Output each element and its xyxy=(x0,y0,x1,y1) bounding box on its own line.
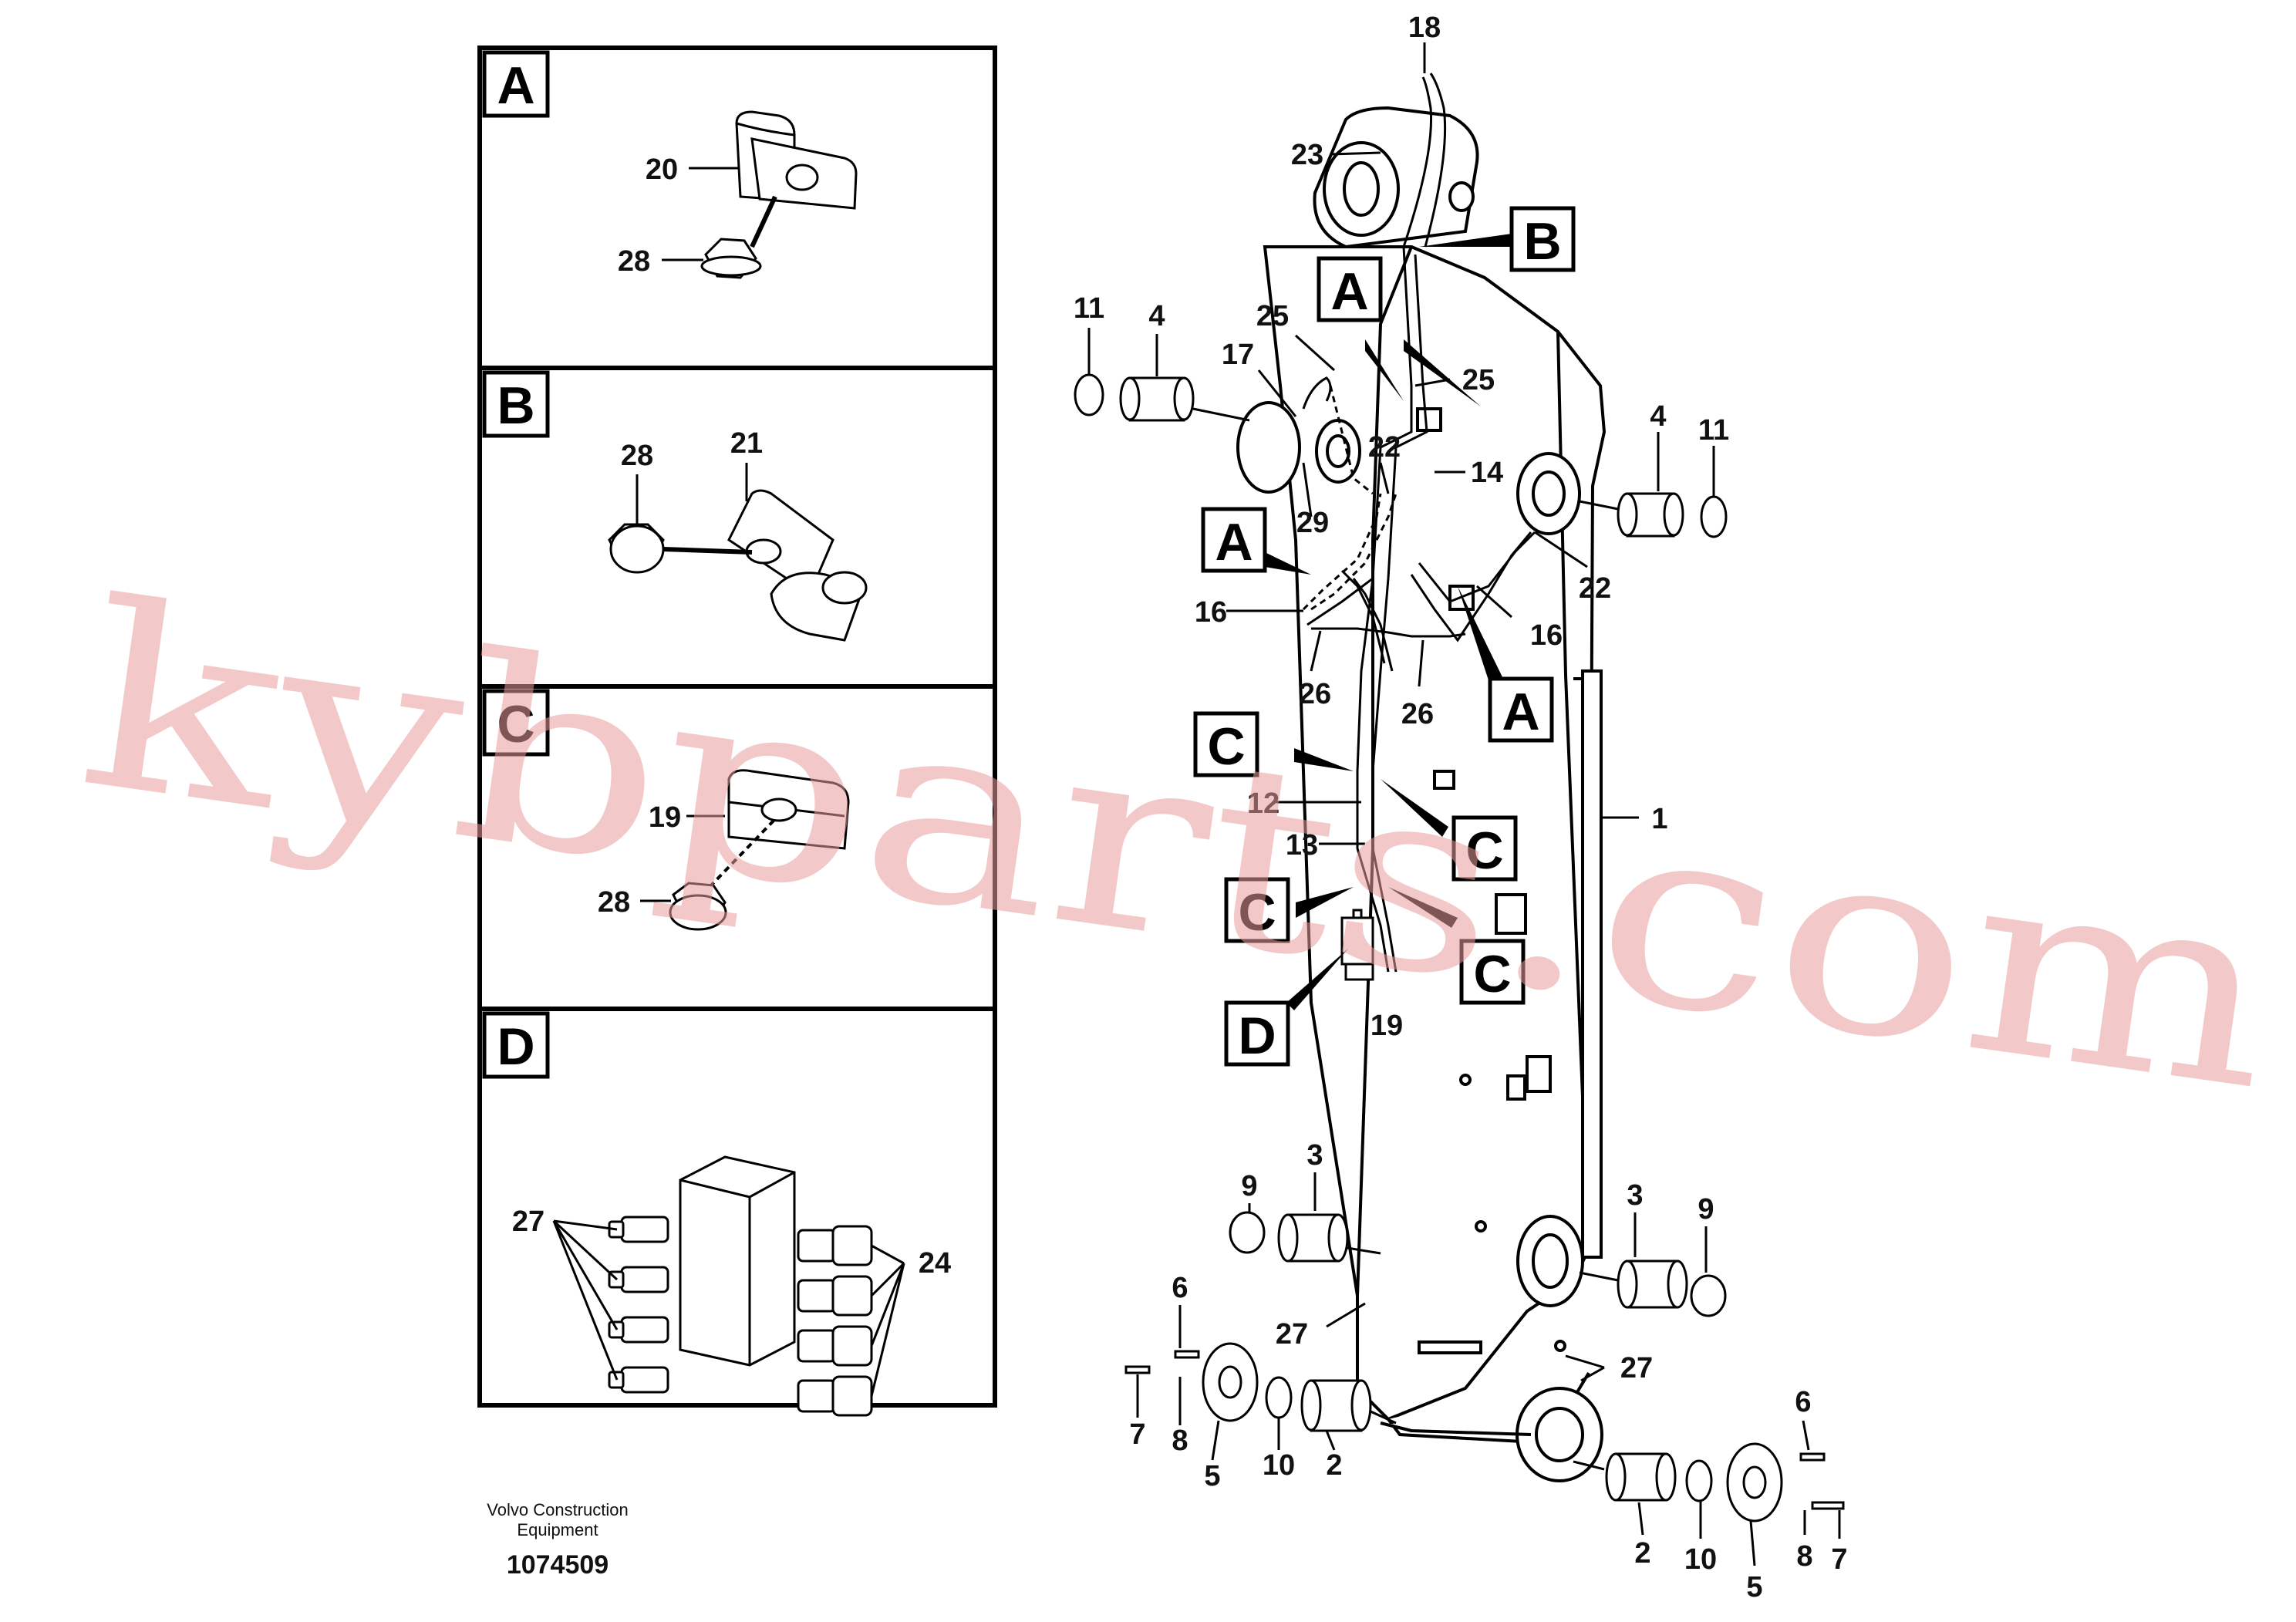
pins-and-bushings xyxy=(1074,373,1845,1523)
part-label: 2 xyxy=(1326,1449,1342,1482)
callout-letter: A xyxy=(1502,683,1539,741)
callout-letter: C xyxy=(1207,717,1245,776)
part-label: 11 xyxy=(1074,292,1104,325)
part-label: 3 xyxy=(1627,1179,1643,1212)
callout-letter: C xyxy=(1473,945,1511,1003)
part-label: 1 xyxy=(1651,803,1667,835)
part-label: 25 xyxy=(1256,300,1289,332)
part-label: 12 xyxy=(1247,787,1279,820)
part-label: 9 xyxy=(1698,1193,1714,1226)
part-label: 19 xyxy=(1371,1010,1403,1042)
d-leader-lines xyxy=(552,1219,905,1397)
part-label: 27 xyxy=(1276,1318,1308,1351)
part-label: 4 xyxy=(1650,400,1666,433)
panel-letter: D xyxy=(497,1017,534,1076)
callout-pointers xyxy=(1265,234,1512,1010)
bolt-a-part xyxy=(700,195,777,279)
panel-letter: C xyxy=(497,695,534,754)
part-label: 26 xyxy=(1401,698,1434,730)
footer-company-line2: Equipment xyxy=(517,1520,598,1539)
main-leader-lines xyxy=(1087,42,1841,1566)
footer-drawing-number: 1074509 xyxy=(507,1550,609,1580)
part-label: 14 xyxy=(1471,457,1503,489)
panel-letter: A xyxy=(497,56,534,115)
boom-rod xyxy=(1581,669,1603,1259)
part-label: 28 xyxy=(618,245,650,278)
part-label: 11 xyxy=(1698,414,1729,447)
part-label: 22 xyxy=(1579,572,1611,605)
part-label: 16 xyxy=(1530,619,1563,652)
part-label: 8 xyxy=(1796,1540,1812,1573)
manifold-block-part xyxy=(679,1155,796,1367)
callout-letter: A xyxy=(1330,262,1368,321)
callout-letter: D xyxy=(1238,1007,1276,1065)
part-label: 25 xyxy=(1462,364,1495,396)
part-label: 8 xyxy=(1172,1425,1188,1457)
panel-letter: B xyxy=(497,376,534,435)
part-label: 3 xyxy=(1306,1139,1323,1172)
part-label: 17 xyxy=(1222,339,1254,371)
part-label: 29 xyxy=(1296,507,1329,539)
part-label: 9 xyxy=(1241,1170,1257,1202)
part-label: 2 xyxy=(1634,1537,1650,1570)
dashed-hoses xyxy=(1302,385,1397,611)
part-label: 23 xyxy=(1291,139,1323,171)
part-label: 20 xyxy=(646,153,678,186)
bolt-b-part xyxy=(608,523,753,574)
clamp-a-part xyxy=(735,110,858,210)
hose-lines xyxy=(1302,73,1536,973)
part-label: 7 xyxy=(1129,1418,1145,1451)
callout-letter: B xyxy=(1523,212,1561,271)
part-label: 28 xyxy=(621,440,653,472)
connector-block xyxy=(1340,909,1374,981)
arm-body xyxy=(1236,106,1607,1482)
part-label: 27 xyxy=(1620,1352,1653,1384)
part-label: 13 xyxy=(1286,829,1318,862)
part-label: 19 xyxy=(649,801,681,834)
part-label: 22 xyxy=(1368,431,1401,464)
part-label: 27 xyxy=(512,1206,544,1238)
part-label: 24 xyxy=(919,1247,951,1280)
part-label: 10 xyxy=(1263,1449,1295,1482)
part-label: 6 xyxy=(1172,1272,1188,1304)
part-label: 18 xyxy=(1408,12,1441,44)
footer-company-line1: Volvo Construction xyxy=(487,1500,628,1519)
callout-letter: C xyxy=(1238,883,1276,942)
callout-letter: C xyxy=(1465,821,1503,880)
part-label: 10 xyxy=(1684,1543,1717,1576)
clamp-c-part xyxy=(727,769,850,850)
fittings-left xyxy=(608,1216,669,1394)
part-label: 5 xyxy=(1204,1460,1220,1492)
part-label: 26 xyxy=(1299,678,1331,710)
watermark: kybparts.com xyxy=(66,547,2292,1147)
part-label: 5 xyxy=(1746,1571,1762,1603)
part-label: 16 xyxy=(1195,596,1227,629)
part-label: 6 xyxy=(1795,1386,1811,1418)
callout-boxes xyxy=(1193,206,1576,1067)
part-label: 28 xyxy=(598,886,630,919)
bolt-c-part xyxy=(669,818,777,931)
part-label: 7 xyxy=(1831,1543,1847,1576)
part-label: 4 xyxy=(1148,300,1165,332)
callout-letter: A xyxy=(1215,513,1253,572)
part-label: 21 xyxy=(730,427,763,460)
